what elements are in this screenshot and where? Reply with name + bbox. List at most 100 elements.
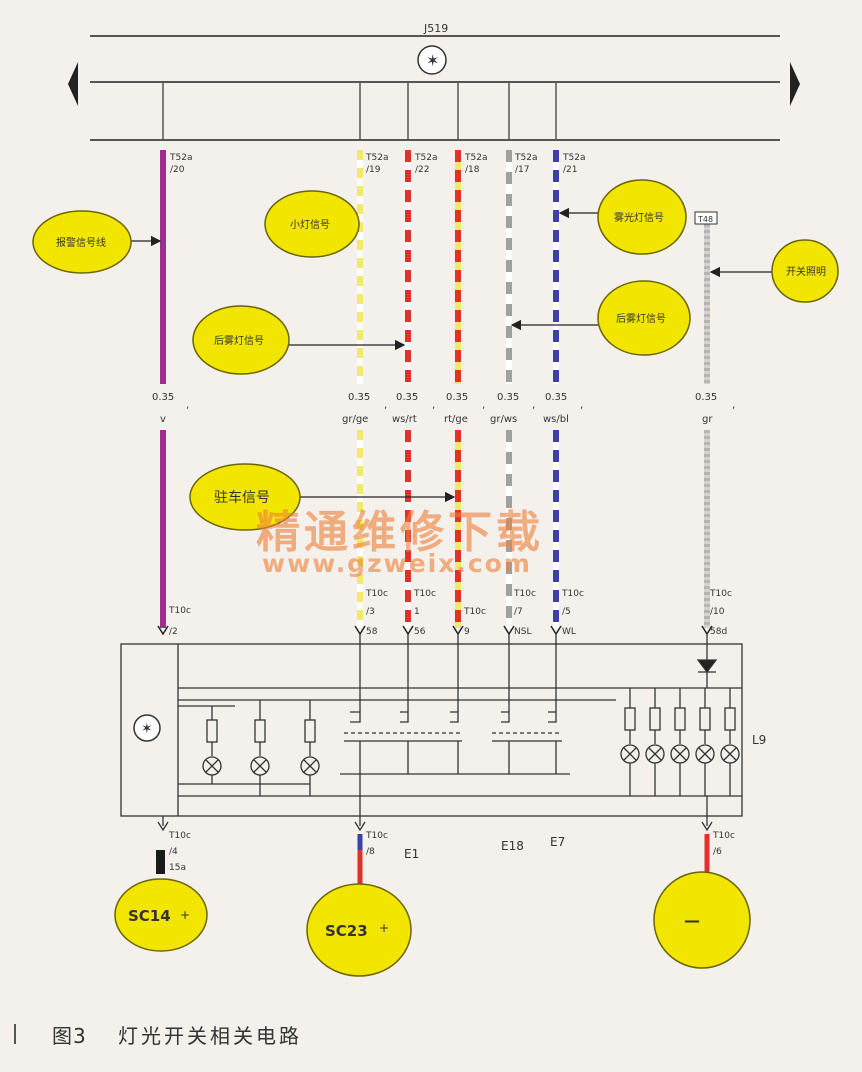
bottom-left-conn: T10c: [168, 831, 191, 841]
lamp-cross-4: [723, 747, 737, 761]
pinname-grws: NSL: [514, 627, 531, 637]
code-gr: gr: [702, 414, 713, 425]
bubble-parking: 驻车信号: [189, 463, 301, 531]
bottom-mid-conn: T10c: [365, 831, 388, 841]
lamp-cross-2: [673, 747, 687, 761]
bpin-v: /2: [169, 627, 178, 637]
pin-label-wsrt: /22: [415, 165, 429, 175]
code-v: v: [160, 414, 166, 425]
caption-title: 灯光开关相关电路: [118, 1024, 302, 1048]
pin-label-rtge: /18: [465, 165, 480, 175]
wiring-diagram: J519 ✶ T52a /20 T52a /19 T52a /22 T52a /…: [32, 22, 839, 977]
svg-text:小灯信号: 小灯信号: [290, 219, 330, 231]
conn-label-grge: T52a: [365, 153, 388, 163]
terminal-sc14: SC14 +: [114, 878, 208, 952]
bus-label: J519: [423, 22, 448, 35]
svg-text:—: —: [684, 911, 700, 930]
svg-text:+: +: [180, 908, 190, 922]
lamp-cross-3: [698, 747, 712, 761]
svg-text:,: ,: [432, 400, 435, 411]
left-arrow-icon: [68, 62, 78, 106]
switch-e1: E1: [404, 847, 419, 861]
conn-label-wsbl: T52a: [562, 153, 585, 163]
ecu-star-icon: ✶: [426, 51, 439, 70]
svg-text:SC23: SC23: [325, 922, 368, 940]
bpin-grws: /7: [514, 607, 523, 617]
control-unit-bus: J519 ✶: [68, 22, 800, 141]
code-grws: gr/ws: [490, 414, 517, 425]
bpin-wsbl: /5: [562, 607, 571, 617]
bottom-left-pin: /4: [169, 847, 178, 857]
pin-label-grws: /17: [515, 165, 529, 175]
pinname-gr: 58d: [710, 627, 727, 637]
terminal-ground: —: [653, 871, 751, 969]
switch-e7: E7: [550, 835, 565, 849]
size-wsbl: 0.35: [545, 392, 567, 403]
right-arrow-icon: [790, 62, 800, 106]
pin-label-v: /20: [170, 165, 185, 175]
switch-module-symbol-icon: [133, 714, 161, 742]
fuse-block: [156, 850, 165, 874]
size-grws: 0.35: [497, 392, 519, 403]
size-v: 0.35: [152, 392, 174, 403]
svg-text:驻车信号: 驻车信号: [214, 489, 270, 506]
svg-text:,: ,: [482, 400, 485, 411]
svg-text:,: ,: [580, 400, 583, 411]
bpin-gr: /10: [710, 607, 725, 617]
watermark-chinese: 精通维修下载: [256, 507, 544, 558]
pin-label-wsbl: /21: [563, 165, 577, 175]
svg-text:雾光灯信号: 雾光灯信号: [614, 211, 664, 224]
bottom-left-extra: 15a: [169, 863, 186, 873]
bottom-mid-pin: /8: [366, 847, 375, 857]
resistor-icon: [724, 707, 736, 731]
svg-text:后雾灯信号: 后雾灯信号: [214, 335, 264, 347]
caption-bar: [14, 1024, 16, 1044]
code-wsbl: ws/bl: [543, 414, 569, 425]
bconn-v: T10c: [168, 606, 191, 616]
svg-text:,: ,: [186, 400, 189, 411]
svg-text:✶: ✶: [141, 721, 153, 737]
size-wsrt: 0.35: [396, 392, 418, 403]
svg-text:+: +: [379, 921, 389, 935]
code-rtge: rt/ge: [444, 414, 468, 425]
svg-text:,: ,: [384, 400, 387, 411]
bconn-gr: T10c: [709, 589, 732, 599]
conn-label-rtge: T52a: [464, 153, 487, 163]
bubble-rear-fog-2: 后雾灯信号: [597, 280, 691, 356]
bubbles: 报警信号线 小灯信号 雾光灯信号 后雾灯信号 后雾灯信号 开关照明 驻车信号: [32, 179, 839, 531]
bconn-rtge: T10c: [463, 607, 486, 617]
caption-label: 图3: [52, 1024, 87, 1048]
bconn-grge: T10c: [365, 589, 388, 599]
size-rtge: 0.35: [446, 392, 468, 403]
bubble-switch-light: 开关照明: [771, 239, 839, 303]
svg-text:后雾灯信号: 后雾灯信号: [616, 313, 666, 325]
lamp-cross-1: [648, 747, 662, 761]
svg-text:报警信号线: 报警信号线: [56, 236, 106, 249]
svg-text:SC14: SC14: [128, 907, 171, 925]
pinname-wsrt: 56: [414, 627, 426, 637]
pinname-grge: 58: [366, 627, 378, 637]
diode-icon: [696, 659, 718, 674]
terminal-sc23: SC23 +: [306, 883, 412, 977]
bottom-right-pin: /6: [713, 847, 722, 857]
pin-label-grge: /19: [366, 165, 381, 175]
bubble-alarm: 报警信号线: [32, 210, 132, 274]
pinname-wsbl: WL: [562, 627, 576, 637]
switch-e18: E18: [501, 839, 524, 853]
code-wsrt: ws/rt: [392, 414, 417, 425]
light-switch-module: [120, 634, 743, 817]
ecu-symbol-icon: [417, 45, 447, 75]
conn-label-gr: T48: [697, 215, 713, 224]
conn-label-v: T52a: [169, 153, 192, 163]
bubble-fog-front: 雾光灯信号: [597, 179, 687, 255]
bottom-right-conn: T10c: [712, 831, 735, 841]
resistor-icon: [649, 707, 661, 731]
svg-text:,: ,: [732, 400, 735, 411]
svg-text:,: ,: [532, 400, 535, 411]
bubble-small-light: 小灯信号: [264, 190, 360, 258]
conn-label-grws: T52a: [514, 153, 537, 163]
code-grge: gr/ge: [342, 414, 368, 425]
resistor-icon: [699, 707, 711, 731]
lamp-cross-0: [623, 747, 637, 761]
pinname-rtge: 9: [464, 627, 470, 637]
